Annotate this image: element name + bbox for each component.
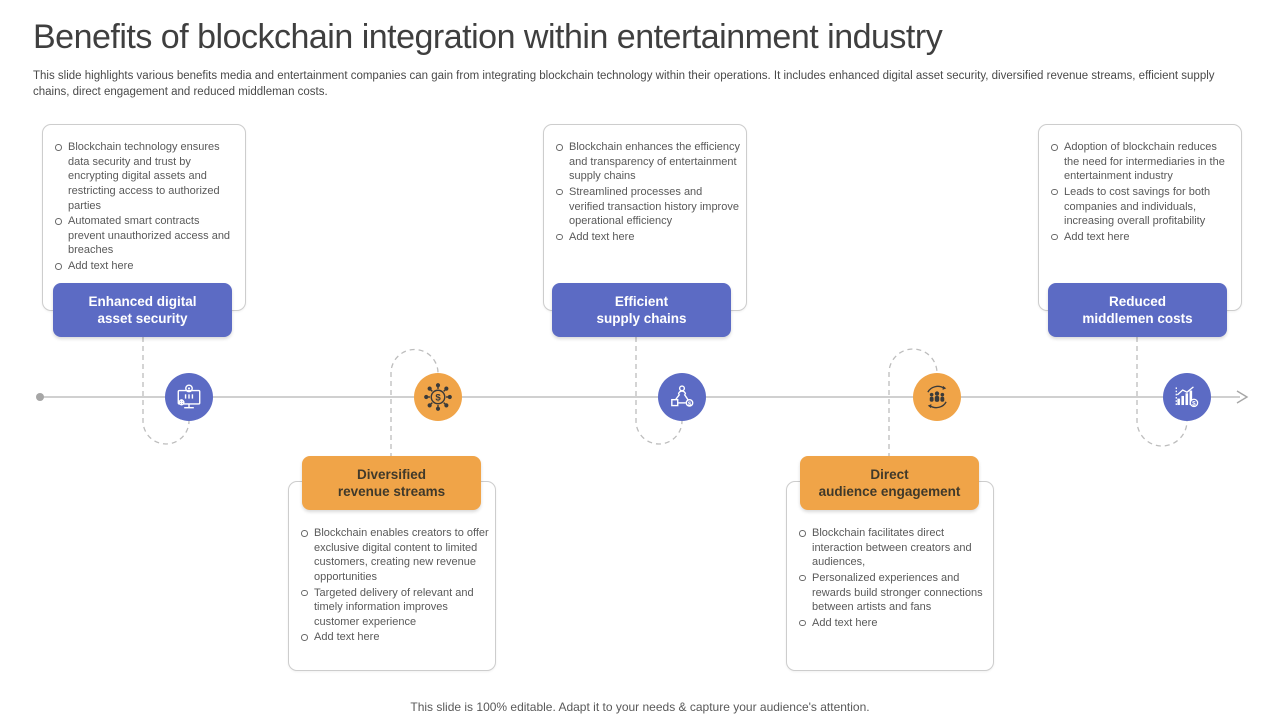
chip-label-line: revenue streams	[337, 484, 446, 499]
card-direct-audience-engagement: Blockchain facilitates direct interactio…	[786, 481, 994, 671]
connector-dashed-5	[1136, 337, 1188, 447]
card-reduced-middlemen-costs: Adoption of blockchain reduces the need …	[1038, 124, 1242, 311]
svg-text:$: $	[1192, 401, 1196, 408]
bullet-item: Add text here	[796, 616, 987, 631]
bullet-item: Add text here	[52, 259, 239, 274]
connector-dashed-3	[635, 337, 683, 445]
svg-text:$: $	[688, 402, 692, 408]
connector-dashed-1	[142, 337, 190, 445]
timeline-node-4	[913, 373, 961, 421]
footer-note: This slide is 100% editable. Adapt it to…	[410, 700, 870, 714]
bullet-list: Blockchain enhances the efficiency and t…	[544, 125, 746, 244]
label-chip-diversified-revenue-streams: Diversified revenue streams	[302, 456, 481, 510]
bullet-item: Targeted delivery of relevant and timely…	[298, 586, 489, 630]
bullet-list: Blockchain enables creators to offer exc…	[289, 482, 495, 645]
label-chip-reduced-middlemen-costs: Reduced middlemen costs	[1048, 283, 1227, 337]
timeline-node-5: $	[1163, 373, 1211, 421]
chip-label-line: Diversified	[356, 466, 427, 482]
label-chip-enhanced-digital-asset-security: Enhanced digital asset security	[53, 283, 232, 337]
bullet-item: Blockchain enables creators to offer exc…	[298, 526, 489, 585]
chip-label-line: audience engagement	[818, 484, 961, 499]
bullet-item: Add text here	[298, 630, 489, 645]
bullet-item: Adoption of blockchain reduces the need …	[1048, 140, 1235, 184]
audience-cycle-icon	[927, 385, 947, 409]
timeline-start-dot	[36, 393, 44, 401]
label-chip-direct-audience-engagement: Direct audience engagement	[800, 456, 979, 510]
slide-subtitle: This slide highlights various benefits m…	[33, 70, 1215, 99]
bullet-item: Add text here	[1048, 230, 1235, 245]
card-enhanced-digital-asset-security: Blockchain technology ensures data secur…	[42, 124, 246, 311]
connector-dashed-4	[888, 348, 938, 458]
growth-chart-dollar-icon: $	[1175, 386, 1199, 408]
timeline-node-1	[165, 373, 213, 421]
bullet-item: Blockchain technology ensures data secur…	[52, 140, 239, 213]
chip-label-line: Enhanced digital	[88, 293, 197, 309]
chip-label-line: supply chains	[596, 311, 687, 326]
bullet-item: Blockchain enhances the efficiency and t…	[553, 140, 740, 184]
chip-label-line: Direct	[870, 466, 909, 482]
bullet-item: Personalized experiences and rewards bui…	[796, 571, 987, 615]
secure-monitor-icon	[177, 384, 201, 409]
bullet-list: Blockchain technology ensures data secur…	[43, 125, 245, 274]
timeline-arrow-icon	[1236, 390, 1249, 404]
label-chip-efficient-supply-chains: Efficient supply chains	[552, 283, 731, 337]
bullet-list: Adoption of blockchain reduces the need …	[1039, 125, 1241, 244]
card-diversified-revenue-streams: Blockchain enables creators to offer exc…	[288, 481, 496, 671]
chip-label-line: Efficient	[614, 293, 669, 309]
bullet-item: Streamlined processes and verified trans…	[553, 185, 740, 229]
supply-chain-network-icon: $	[671, 385, 694, 408]
bullet-item: Automated smart contracts prevent unauth…	[52, 214, 239, 258]
page-title: Benefits of blockchain integration withi…	[33, 18, 943, 56]
money-network-icon: $	[424, 383, 452, 411]
bullet-list: Blockchain facilitates direct interactio…	[787, 482, 993, 630]
chip-label-line: asset security	[97, 311, 188, 326]
chip-label-line: Reduced	[1108, 293, 1166, 309]
timeline-node-2: $	[414, 373, 462, 421]
svg-text:$: $	[435, 393, 441, 404]
bullet-item: Leads to cost savings for both companies…	[1048, 185, 1235, 229]
chip-label-line: middlemen costs	[1082, 311, 1193, 326]
timeline-node-3: $	[658, 373, 706, 421]
bullet-item: Add text here	[553, 230, 740, 245]
bullet-item: Blockchain facilitates direct interactio…	[796, 526, 987, 570]
connector-dashed-2	[390, 348, 439, 458]
card-efficient-supply-chains: Blockchain enhances the efficiency and t…	[543, 124, 747, 311]
